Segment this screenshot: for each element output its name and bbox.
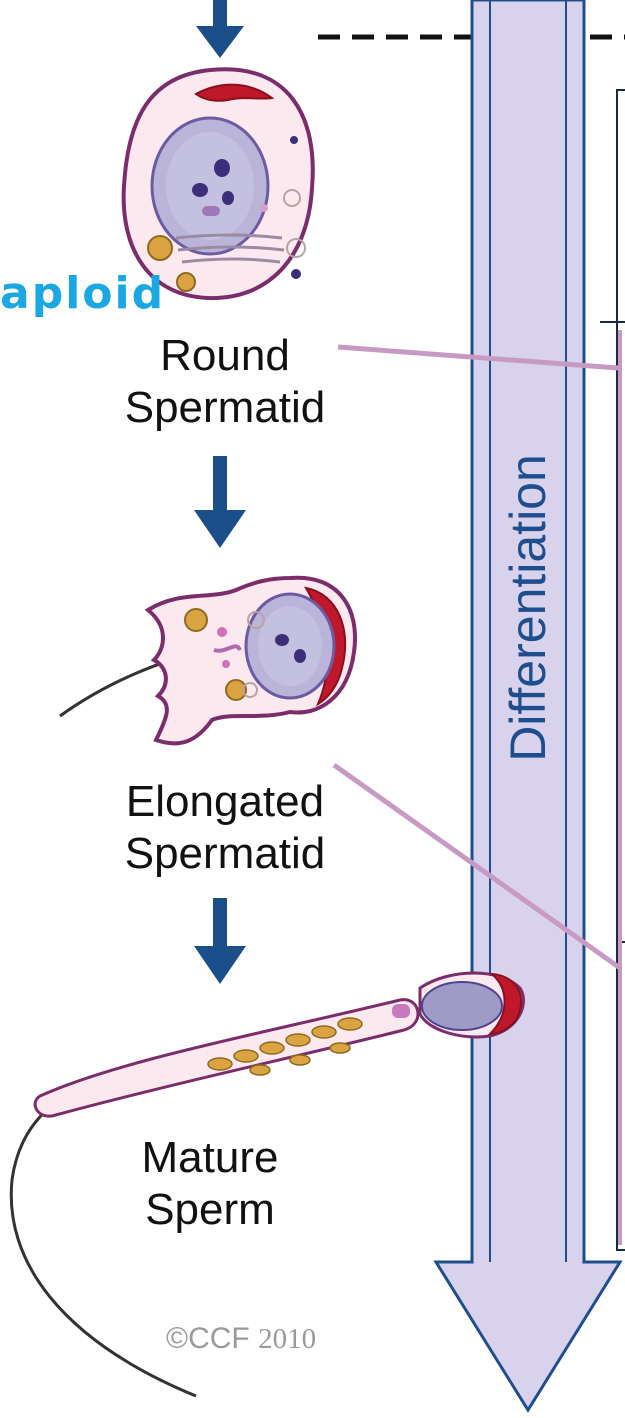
elongated-spermatid-label: Elongated Spermatid [70,776,380,880]
copyright-year: 2010 [258,1323,316,1355]
sperm-head-nucleus [422,982,502,1030]
round-spermatid-label-line2: Spermatid [70,382,380,434]
copyright-mark: ©CCF [166,1322,250,1355]
down-arrow-icon [194,456,246,548]
round-spermatid-label: Round Spermatid [70,330,380,434]
haploid-label: aploid [0,268,165,320]
differentiation-text: Differentiation [499,454,557,762]
elongated-spermatid-label-line2: Spermatid [70,828,380,880]
elongated-spermatid-cell [60,578,355,744]
round-spermatid-cell [124,69,313,298]
copyright-notice: ©CCF 2010 [166,1322,316,1356]
mature-sperm-label-line2: Sperm [60,1184,360,1236]
down-arrow-icon [196,0,244,58]
mature-sperm-label-line1: Mature [60,1132,360,1184]
round-spermatid-label-line1: Round [70,330,380,382]
mature-sperm-label: Mature Sperm [60,1132,360,1236]
down-arrow-icon [194,898,246,984]
elongated-spermatid-label-line1: Elongated [70,776,380,828]
